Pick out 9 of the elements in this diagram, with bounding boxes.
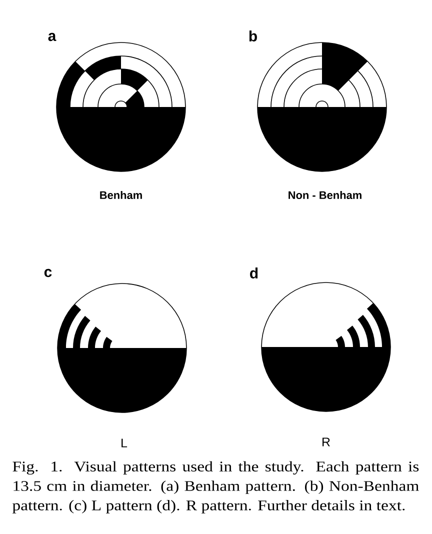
- figure-caption: Fig. 1. Visual patterns used in the study. Each pattern is 13.5 cm in diameter. (a) Benham pattern. (b) Non-Benham pattern. (c) L pattern (d). R pattern. Further details in text.: [12, 461, 419, 514]
- panel-letter: b: [249, 30, 257, 42]
- panel-letter: c: [44, 268, 52, 278]
- pattern-name: L: [122, 438, 128, 448]
- pattern-name: Non - Benham: [288, 190, 362, 200]
- panel-letter: d: [250, 268, 258, 278]
- pattern-name: R: [322, 438, 330, 446]
- panel-letter: a: [48, 32, 56, 42]
- pattern-name: Benham: [100, 190, 142, 200]
